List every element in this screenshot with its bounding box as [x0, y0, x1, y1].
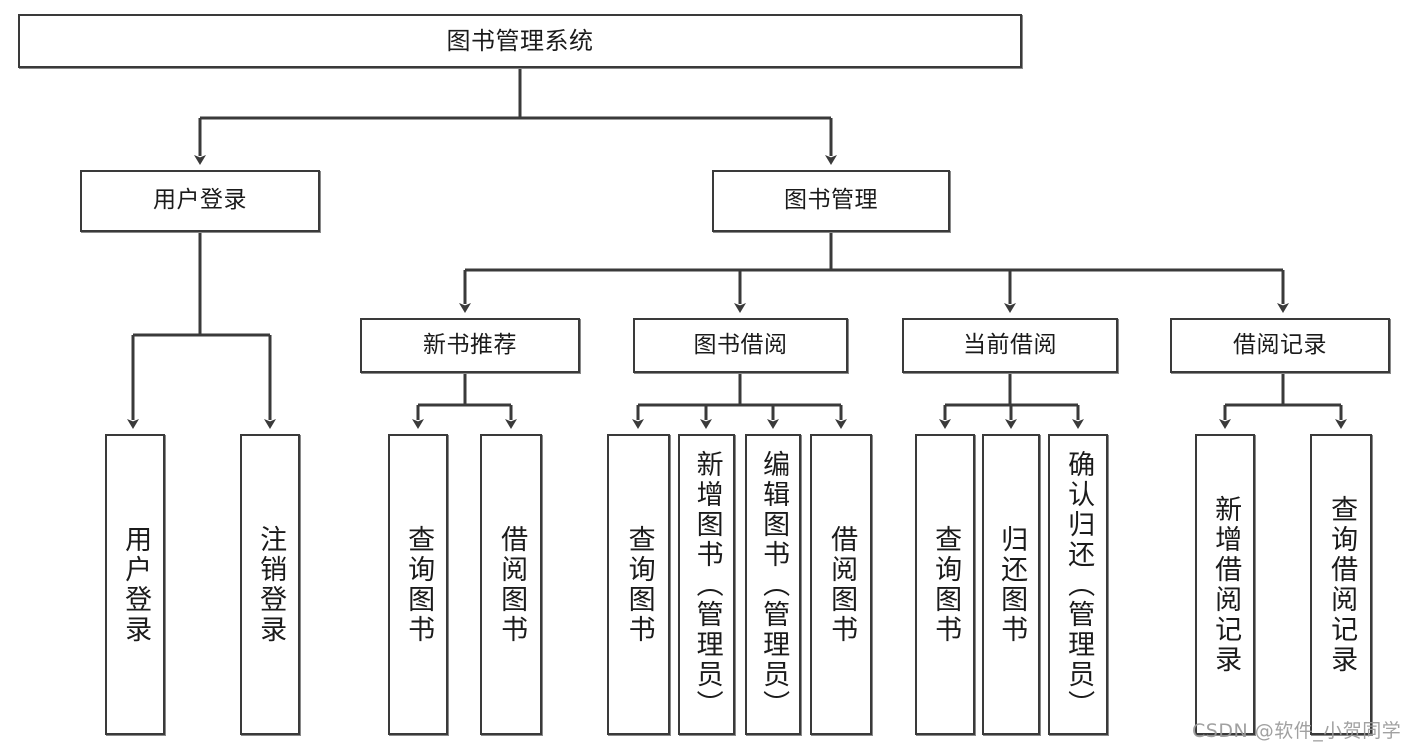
node-root-system[interactable]: 图书管理系统	[18, 14, 1022, 68]
node-user-login[interactable]: 用户登录	[80, 170, 320, 232]
node-label: 归还图书	[996, 524, 1028, 645]
node-label: 新增图书（管理员）	[691, 449, 723, 720]
leaf-add-book-admin[interactable]: 新增图书（管理员）	[678, 434, 735, 735]
node-label: 查询借阅记录	[1326, 494, 1358, 675]
node-book-management[interactable]: 图书管理	[712, 170, 950, 232]
node-label: 新书推荐	[423, 331, 517, 358]
node-book-borrow[interactable]: 图书借阅	[633, 318, 848, 373]
node-label: 查询图书	[623, 524, 655, 645]
leaf-borrow-book[interactable]: 借阅图书	[810, 434, 872, 735]
node-borrow-record[interactable]: 借阅记录	[1170, 318, 1390, 373]
leaf-edit-book-admin[interactable]: 编辑图书（管理员）	[745, 434, 801, 735]
node-label: 用户登录	[153, 187, 247, 214]
node-label: 新增借阅记录	[1210, 494, 1242, 675]
node-label: 图书管理	[784, 187, 878, 214]
watermark-credit: CSDN @软件_小贺同学	[1192, 720, 1402, 742]
node-new-book-recommend[interactable]: 新书推荐	[360, 318, 580, 373]
node-label: 借阅记录	[1233, 331, 1327, 358]
node-label: 查询图书	[403, 524, 435, 645]
leaf-query-book-current[interactable]: 查询图书	[915, 434, 975, 735]
leaf-query-book-recommend[interactable]: 查询图书	[388, 434, 448, 735]
node-label: 编辑图书（管理员）	[758, 449, 790, 720]
leaf-user-login[interactable]: 用户登录	[105, 434, 165, 735]
leaf-borrow-book-recommend[interactable]: 借阅图书	[480, 434, 542, 735]
node-label: 图书借阅	[693, 331, 788, 358]
leaf-logout[interactable]: 注销登录	[240, 434, 300, 735]
node-label: 查询图书	[930, 524, 962, 645]
node-label: 借阅图书	[496, 524, 528, 645]
node-label: 图书管理系统	[446, 26, 594, 55]
node-label: 当前借阅	[963, 331, 1057, 358]
node-label: 借阅图书	[826, 524, 858, 645]
leaf-add-borrow-record[interactable]: 新增借阅记录	[1195, 434, 1255, 735]
leaf-query-borrow-record[interactable]: 查询借阅记录	[1310, 434, 1372, 735]
node-label: 用户登录	[120, 524, 152, 645]
leaf-return-book[interactable]: 归还图书	[982, 434, 1040, 735]
leaf-query-book-borrow[interactable]: 查询图书	[607, 434, 670, 735]
node-label: 注销登录	[255, 524, 287, 645]
leaf-confirm-return-admin[interactable]: 确认归还（管理员）	[1048, 434, 1108, 735]
node-label: 确认归还（管理员）	[1063, 449, 1095, 720]
node-current-borrow[interactable]: 当前借阅	[902, 318, 1118, 373]
